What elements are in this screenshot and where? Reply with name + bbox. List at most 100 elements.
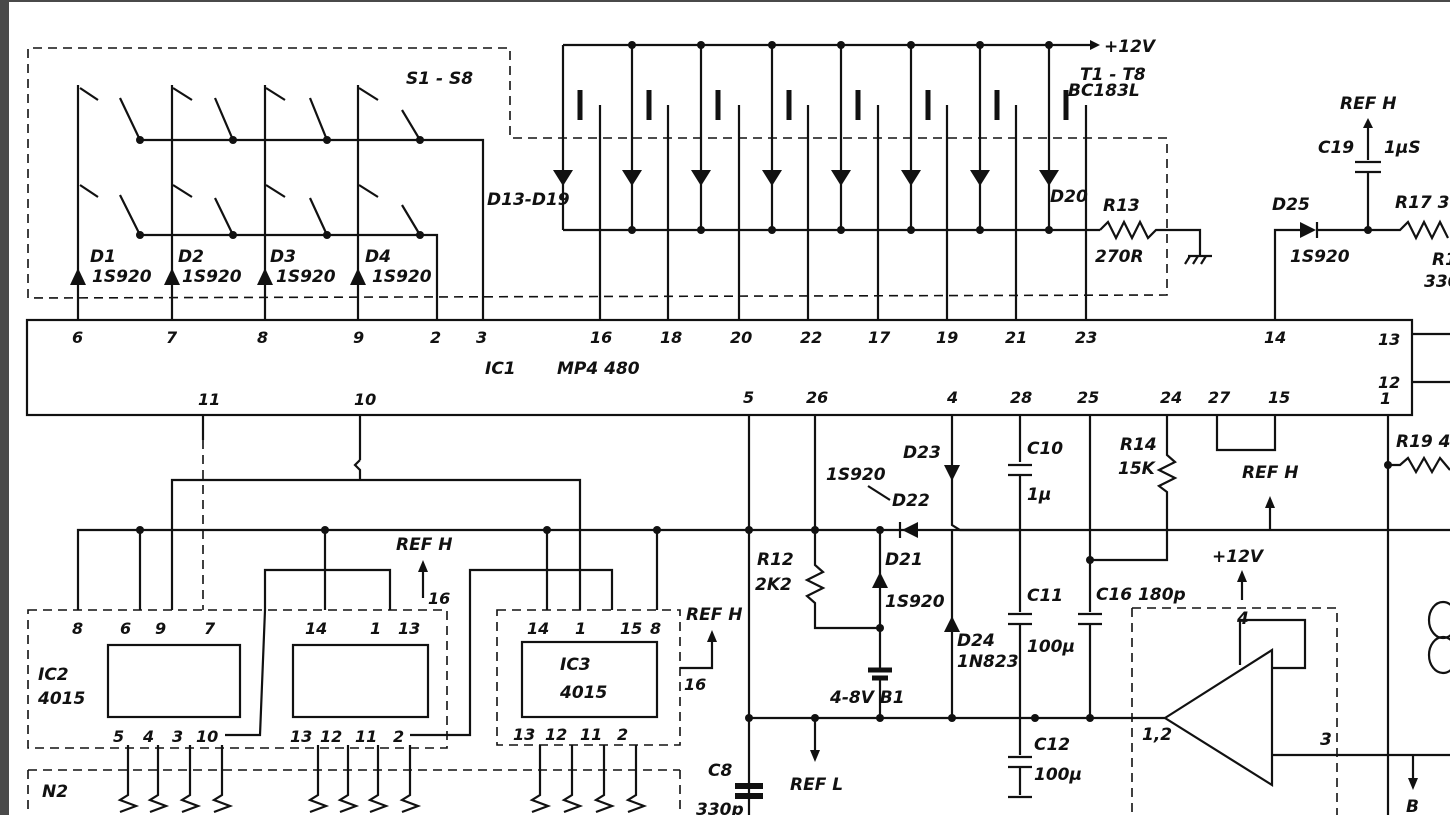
ic1-pin-label: 25 — [1077, 388, 1099, 407]
led-icon — [622, 170, 642, 186]
d2-label: D2 — [178, 247, 204, 267]
ref-h-ic3-wire — [680, 640, 714, 670]
window-top-edge — [0, 0, 1450, 2]
junction-dot — [837, 41, 845, 49]
d25-label: D25 — [1272, 195, 1310, 215]
junction-dot — [543, 526, 551, 534]
transistor-base-leads — [598, 105, 1088, 320]
junction-dot — [811, 526, 819, 534]
transistor-bases — [577, 90, 1069, 120]
d21-part: 1S920 — [885, 592, 945, 612]
ic1-pin10-wire — [170, 459, 582, 610]
junction-dot — [697, 226, 705, 234]
opamp-dashed-enclosure — [1131, 607, 1338, 815]
switch-arms-row-1 — [79, 87, 421, 141]
d24-label: D24 — [957, 631, 995, 651]
ic1-pin-label: 26 — [806, 388, 828, 407]
ic1-pin-label: 3 — [476, 328, 487, 347]
ic2-top-pins: 8 6 9 7 14 1 13 — [72, 619, 420, 638]
diode-d3-symbol — [257, 268, 273, 285]
opamp-triangle — [1162, 647, 1274, 787]
ic1-pin-label: 8 — [257, 328, 268, 347]
led-icon — [831, 170, 851, 186]
diodes-d1-d4 — [70, 268, 366, 285]
ic3-pin-label: 13 — [513, 725, 535, 744]
ic2-pin-label: 11 — [355, 727, 377, 746]
window-left-edge — [0, 0, 9, 815]
t1-t8-label: T1 - T8 — [1080, 65, 1146, 85]
junction-dot — [876, 526, 884, 534]
junction-dot — [136, 526, 144, 534]
ic3-pin-label: 11 — [580, 725, 602, 744]
switch-arms-row-2 — [79, 184, 421, 236]
c12-label: C12 — [1034, 735, 1070, 755]
d22-leader — [867, 485, 891, 501]
r14-resistor — [1090, 415, 1178, 562]
ic2-pin-16: 16 — [428, 589, 450, 608]
led-d23-icon — [944, 465, 960, 481]
plus12v-mid-label: +12V — [1212, 547, 1265, 567]
ic2-pin-label: 1 — [370, 619, 381, 638]
ref-h-top-arrow-icon — [1363, 118, 1373, 128]
ic1-pin-label: 20 — [730, 328, 752, 347]
ic1-pin-label: 23 — [1075, 328, 1097, 347]
plus12v-top-arrow-icon — [1090, 40, 1100, 50]
opamp-pin12: 1,2 — [1142, 725, 1172, 745]
diode-d22-symbol — [902, 522, 918, 538]
c10-label: C10 — [1027, 439, 1063, 459]
ic1-pin-label: 13 — [1378, 330, 1400, 349]
c16-capacitor — [1078, 415, 1102, 718]
pin-b-label: B — [1406, 797, 1419, 815]
n2-label: N2 — [42, 782, 68, 802]
c8-label: C8 — [708, 761, 732, 781]
ground-icon — [1184, 254, 1212, 265]
c19-value: 1µS — [1384, 138, 1421, 158]
d4-label: D4 — [365, 247, 391, 267]
ic1-right-pin-wires — [1412, 332, 1450, 384]
switch-row-bus-2 — [140, 233, 439, 320]
ref-l-label: REF L — [790, 775, 843, 795]
ic-interconnect-wires — [263, 568, 614, 610]
d21-label: D21 — [885, 550, 923, 570]
diode-d1-symbol — [70, 268, 86, 285]
ref-h-mid-label: REF H — [1242, 463, 1298, 483]
d1-part: 1S920 — [92, 267, 152, 287]
r13-resistor — [1099, 219, 1202, 255]
junction-dot — [837, 226, 845, 234]
ic2-part: 4015 — [37, 689, 85, 709]
junction-dot — [321, 526, 329, 534]
ic1-pin-11-10-leads — [201, 415, 362, 460]
r19-label: R19 4 — [1396, 432, 1450, 452]
ic1-pin-label: 16 — [590, 328, 612, 347]
junction-dot — [1031, 714, 1039, 722]
ic2-output-wires — [225, 609, 472, 737]
junction-dot — [323, 231, 331, 239]
ref-l-arrow-icon — [810, 750, 820, 762]
d4-part: 1S920 — [372, 267, 432, 287]
ic1-pin-label: 1 — [1380, 389, 1391, 408]
ic2-pin-label: 3 — [172, 727, 183, 746]
ref-h-top-label: REF H — [1340, 94, 1396, 114]
d20-label: D20 — [1050, 187, 1088, 207]
ic1-pin-label: 5 — [743, 388, 754, 407]
led-icon — [901, 170, 921, 186]
ic3-bottom-pins: 13 12 11 2 — [513, 725, 628, 744]
junction-dot — [1364, 226, 1372, 234]
b1-label: 4-8V B1 — [829, 688, 905, 708]
r17-resistor — [1315, 219, 1449, 241]
switch-row-bus-1 — [140, 138, 485, 320]
opamp-pin4: 4 — [1236, 609, 1249, 629]
ic1-bottom-pins: 11 10 5 26 4 28 25 24 27 15 12 1 — [198, 373, 1400, 409]
junction-dot — [1045, 226, 1053, 234]
ic2-body-a — [106, 643, 242, 719]
ic1-part: MP4 480 — [557, 359, 640, 379]
ic2-pin-label: 4 — [142, 727, 154, 746]
r12-resistor — [804, 415, 880, 630]
opamp-leads — [1145, 618, 1450, 757]
bc183l-label: BC183L — [1068, 81, 1140, 101]
diode-d4-symbol — [350, 268, 366, 285]
junction-dot — [876, 714, 884, 722]
r1x-value: 330 — [1424, 272, 1450, 292]
c11-label: C11 — [1027, 586, 1063, 606]
c11-value: 100µ — [1027, 637, 1075, 657]
